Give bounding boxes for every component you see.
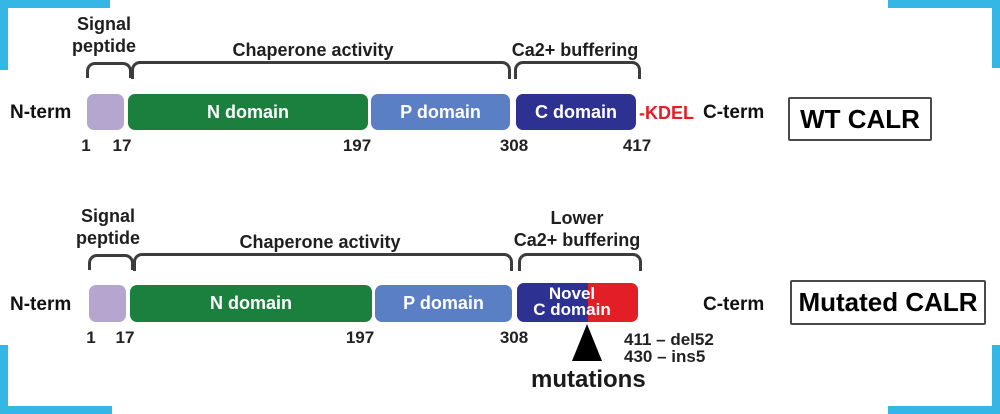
mut-n-domain-label: N domain <box>209 293 292 313</box>
wt-c-domain-box: C domain <box>516 94 636 130</box>
wt-chaperone-activity-label: Chaperone activity <box>232 40 394 60</box>
wt-n-domain-label: N domain <box>206 101 289 122</box>
wt-p-domain-box: P domain <box>371 94 510 130</box>
mut-novel-red-box <box>588 283 638 322</box>
wt-signal-peptide-box <box>87 94 124 130</box>
wt-position-308: 308 <box>499 136 529 155</box>
mutation-triangle-icon <box>572 324 602 361</box>
mut-calr-title-box: Mutated CALR <box>790 280 986 325</box>
mut-p-domain-box: P domain <box>375 285 512 322</box>
mut-p-domain-label: P domain <box>403 293 484 313</box>
mut-c-term-label: C-term <box>703 294 765 315</box>
wt-c-domain-label: C domain <box>534 101 617 122</box>
frame-corner-bottom-right-icon <box>888 345 1000 414</box>
mut-n-term-label: N-term <box>10 294 72 315</box>
wt-chaperone-bracket <box>131 61 511 79</box>
mut-chaperone-bracket <box>133 253 513 271</box>
mut-position-1: 1 <box>86 328 96 347</box>
mut-ca-buffering-bracket <box>518 253 642 271</box>
mut-position-197: 197 <box>345 328 375 347</box>
wt-position-197: 197 <box>342 136 372 155</box>
frame-corner-bottom-left-icon <box>0 345 112 414</box>
wt-signal-peptide-label: Signal peptide <box>71 14 136 56</box>
mut-signal-peptide-bracket <box>88 254 134 270</box>
wt-position-417: 417 <box>622 136 652 155</box>
mut-novel-c-domain-label: Novel C domain <box>533 284 611 319</box>
frame-corner-top-right-icon <box>888 0 1000 68</box>
wt-calr-title-box: WT CALR <box>788 97 932 141</box>
mut-signal-peptide-box <box>89 285 126 322</box>
wt-position-1: 1 <box>81 136 91 155</box>
wt-n-domain-box: N domain <box>128 94 368 130</box>
mut-c-domain-box <box>517 283 588 322</box>
wt-ca-buffering-label: Ca2+ buffering <box>511 40 639 60</box>
wt-signal-peptide-bracket <box>86 62 132 78</box>
wt-calr-title: WT CALR <box>800 103 920 134</box>
mutation-ins5-label: 430 – ins5 <box>624 347 706 366</box>
mutations-label: mutations <box>531 366 646 393</box>
mut-chaperone-activity-label: Chaperone activity <box>239 232 401 252</box>
wt-c-term-label: C-term <box>703 102 765 123</box>
mut-position-17: 17 <box>115 328 135 347</box>
mut-lower-ca-buffering-label: Lower Ca2+ buffering <box>513 208 641 250</box>
mut-calr-title: Mutated CALR <box>798 287 978 317</box>
wt-n-term-label: N-term <box>10 102 72 123</box>
mutation-del52-label: 411 – del52 <box>624 330 714 349</box>
wt-position-17: 17 <box>112 136 132 155</box>
wt-p-domain-label: P domain <box>400 101 481 122</box>
wt-kdel-label: -KDEL <box>639 103 694 123</box>
mut-position-308: 308 <box>499 328 529 347</box>
mut-signal-peptide-label: Signal peptide <box>75 206 140 248</box>
frame-corner-top-left-icon <box>0 0 110 70</box>
wt-ca-buffering-bracket <box>514 61 641 79</box>
mut-n-domain-box: N domain <box>130 285 372 322</box>
